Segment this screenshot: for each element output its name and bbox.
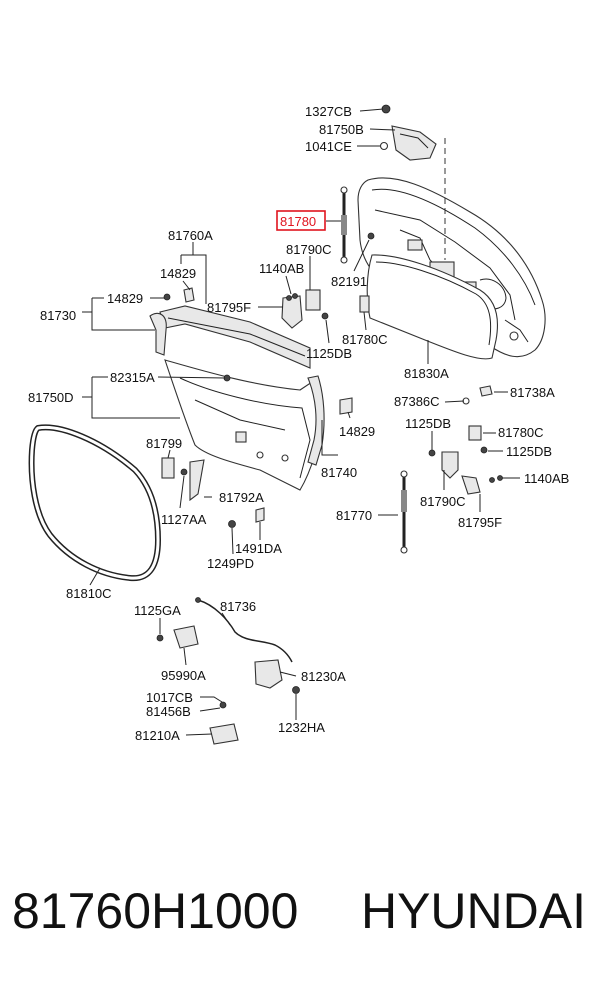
clip-14829-b	[183, 287, 195, 303]
clip-81799-seat	[235, 431, 247, 443]
label-81810C: 81810C	[66, 586, 112, 601]
label-81780C-mid: 81780C	[498, 425, 544, 440]
label-81456B: 81456B	[146, 704, 191, 719]
bracket-81795F-mid	[461, 475, 481, 495]
part-number-caption: 81760H1000	[12, 883, 299, 939]
bumper-81780C	[359, 295, 370, 313]
label-81738A: 81738A	[510, 385, 555, 400]
label-1017CB: 1017CB	[146, 690, 193, 705]
clip-82191	[367, 232, 375, 240]
label-14829-a: 14829	[160, 266, 196, 281]
label-1125DB-top: 1125DB	[306, 346, 352, 361]
actuator-95990A	[156, 625, 199, 649]
clip-14829-c	[339, 397, 353, 415]
label-81770: 81770	[336, 508, 372, 523]
bracket-81790C	[305, 289, 321, 311]
cable-81736	[197, 599, 293, 663]
label-81736: 81736	[220, 599, 256, 614]
clip-14829-a	[163, 293, 171, 301]
label-14829-c: 14829	[339, 424, 375, 439]
gas-strut-81770	[400, 470, 408, 554]
weatherstrip-81810C	[28, 424, 162, 582]
screw-1491DA	[255, 507, 265, 523]
label-81792A: 81792A	[219, 490, 264, 505]
label-1140AB-mid: 1140AB	[524, 471, 569, 486]
garnish-81730	[159, 287, 311, 369]
clip-1041CE	[379, 141, 389, 151]
label-81795F-top: 81795F	[207, 300, 251, 315]
label-81210A: 81210A	[135, 728, 180, 743]
label-1327CB: 1327CB	[305, 104, 352, 119]
label-81740: 81740	[321, 465, 357, 480]
label-81799: 81799	[146, 436, 182, 451]
label-82315A: 82315A	[110, 370, 155, 385]
label-81830A: 81830A	[404, 366, 449, 381]
clip-81738A	[479, 385, 493, 397]
caption-bar: 81760H1000 HYUNDAI	[0, 876, 600, 946]
inner-seal-panel	[366, 254, 498, 360]
label-1125DB-mid: 1125DB	[405, 416, 451, 431]
highlight-box-81780	[276, 210, 326, 231]
label-1140AB-top: 1140AB	[259, 261, 304, 276]
label-1041CE: 1041CE	[305, 139, 352, 154]
part-81799	[161, 457, 175, 479]
leader-lines	[82, 108, 520, 736]
nut-1327CB	[381, 104, 391, 114]
trim-81740	[307, 375, 325, 466]
label-81790C-mid: 81790C	[420, 494, 466, 509]
bracket-81790C-mid	[441, 451, 459, 479]
brand-caption: HYUNDAI	[360, 883, 586, 939]
part-labels: 1327CB 81750B 1041CE 81780 81760A 81790C…	[28, 104, 569, 743]
gas-strut-81780	[340, 186, 348, 264]
bracket-81795F	[281, 295, 303, 329]
bumper-81780C-mid	[468, 425, 482, 441]
label-1127AA: 1127AA	[161, 512, 207, 527]
inner-trim-81750D	[164, 359, 323, 491]
label-14829-b: 14829	[107, 291, 143, 306]
label-81780: 81780	[280, 214, 316, 229]
label-81790C-top: 81790C	[286, 242, 332, 257]
label-82191: 82191	[331, 274, 367, 289]
upper-hinge-parts	[281, 289, 370, 329]
label-81750D: 81750D	[28, 390, 74, 405]
label-95990A: 95990A	[161, 668, 206, 683]
latch-81230A	[254, 659, 300, 694]
label-81780C-top: 81780C	[342, 332, 388, 347]
label-87386C: 87386C	[394, 394, 440, 409]
label-1249PD: 1249PD	[207, 556, 254, 571]
part-81792A	[189, 459, 205, 502]
striker-81210A	[209, 701, 239, 745]
label-81750B: 81750B	[319, 122, 364, 137]
label-81795F-mid: 81795F	[458, 515, 502, 530]
label-81760A: 81760A	[168, 228, 213, 243]
label-81230A: 81230A	[301, 669, 346, 684]
trim-side-left	[149, 312, 167, 356]
bolt-1125DB	[321, 312, 329, 320]
bolt-1232HA	[292, 686, 300, 694]
label-1232HA: 1232HA	[278, 720, 325, 735]
label-1125GA: 1125GA	[134, 603, 181, 618]
label-81730: 81730	[40, 308, 76, 323]
screw-1249PD	[228, 520, 236, 528]
label-1491DA: 1491DA	[235, 541, 282, 556]
handle-81750B	[379, 104, 437, 161]
label-1125DB-mid2: 1125DB	[506, 444, 552, 459]
